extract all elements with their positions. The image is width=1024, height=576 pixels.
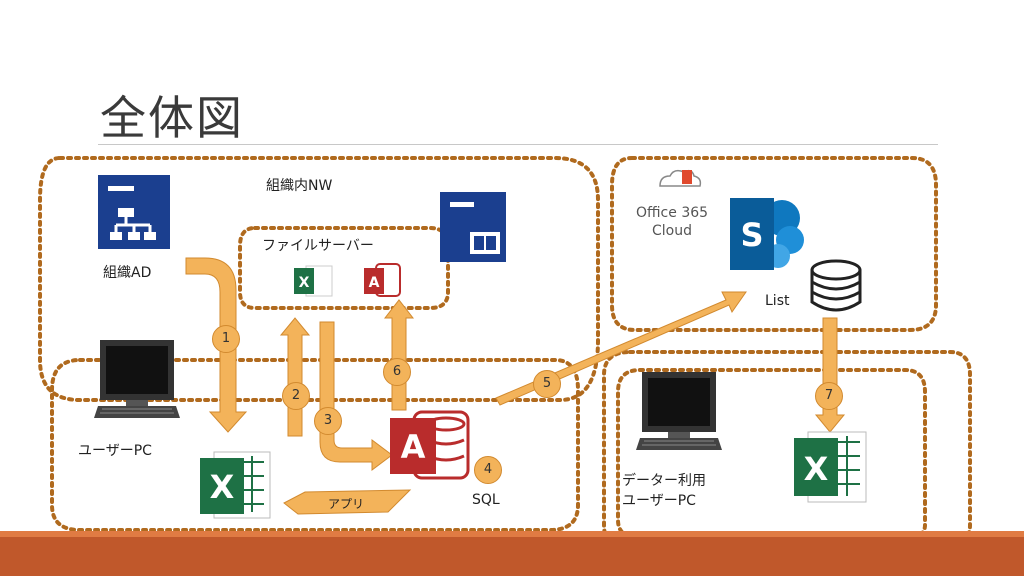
- bottom-accent-bar-highlight: [0, 531, 1024, 537]
- arrow-1: [185, 257, 248, 433]
- arrow-6: [383, 299, 415, 411]
- list-label: List: [765, 293, 790, 309]
- database-icon: [810, 259, 862, 312]
- step-3-marker: 3: [314, 407, 342, 435]
- app-label: アプリ: [328, 497, 365, 511]
- org-network-label: 組織内NW: [266, 178, 333, 194]
- step-2-marker: 2: [282, 382, 310, 410]
- small-access-letter: A: [369, 275, 380, 291]
- excel-icon-user-pc: X: [200, 451, 271, 519]
- data-user-label-line1: データー利用: [622, 473, 706, 489]
- user-pc-monitor-icon: [94, 340, 180, 418]
- app-tag-shape: [283, 489, 412, 515]
- sharepoint-icon: S: [730, 198, 804, 270]
- title-divider: [98, 144, 938, 145]
- sql-label: SQL: [472, 492, 500, 508]
- page-title: 全体図: [100, 91, 244, 145]
- ad-server-icon: [98, 175, 170, 249]
- step-6-marker: 6: [383, 358, 411, 386]
- office365-label-line2: Cloud: [652, 223, 693, 239]
- office365-label-line1: Office 365: [636, 205, 709, 221]
- arrow-3: [319, 321, 393, 471]
- step-5-marker: 5: [533, 370, 561, 398]
- step-4-marker: 4: [474, 456, 502, 484]
- excel-icon-data-user: X: [794, 431, 867, 503]
- user-pc-region: [50, 358, 580, 532]
- org-network-region: [38, 156, 600, 402]
- user-pc-label: ユーザーPC: [78, 443, 152, 459]
- sharepoint-letter: S: [740, 216, 763, 254]
- small-excel-icon: X: [294, 265, 333, 297]
- data-user-label-line2: ユーザーPC: [622, 493, 696, 509]
- excel-letter-user-pc: X: [210, 468, 235, 506]
- small-excel-letter: X: [299, 275, 310, 291]
- arrow-2: [279, 317, 311, 437]
- excel-letter-data-user: X: [804, 450, 829, 488]
- cloud-icon: [659, 169, 702, 187]
- access-icon-main: A: [390, 410, 470, 480]
- file-server-label: ファイルサーバー: [262, 238, 374, 254]
- step-7-marker: 7: [815, 382, 843, 410]
- org-ad-label: 組織AD: [103, 265, 152, 281]
- access-letter-main: A: [401, 428, 426, 466]
- arrow-7: [814, 317, 846, 433]
- file-server-icon: [440, 192, 506, 262]
- office365-label: Office 365 Cloud: [636, 204, 708, 240]
- small-access-icon: A: [364, 263, 401, 297]
- data-user-pc-monitor-icon: [636, 372, 722, 450]
- step-1-marker: 1: [212, 325, 240, 353]
- bottom-accent-bar: [0, 531, 1024, 576]
- office365-region: [610, 156, 938, 332]
